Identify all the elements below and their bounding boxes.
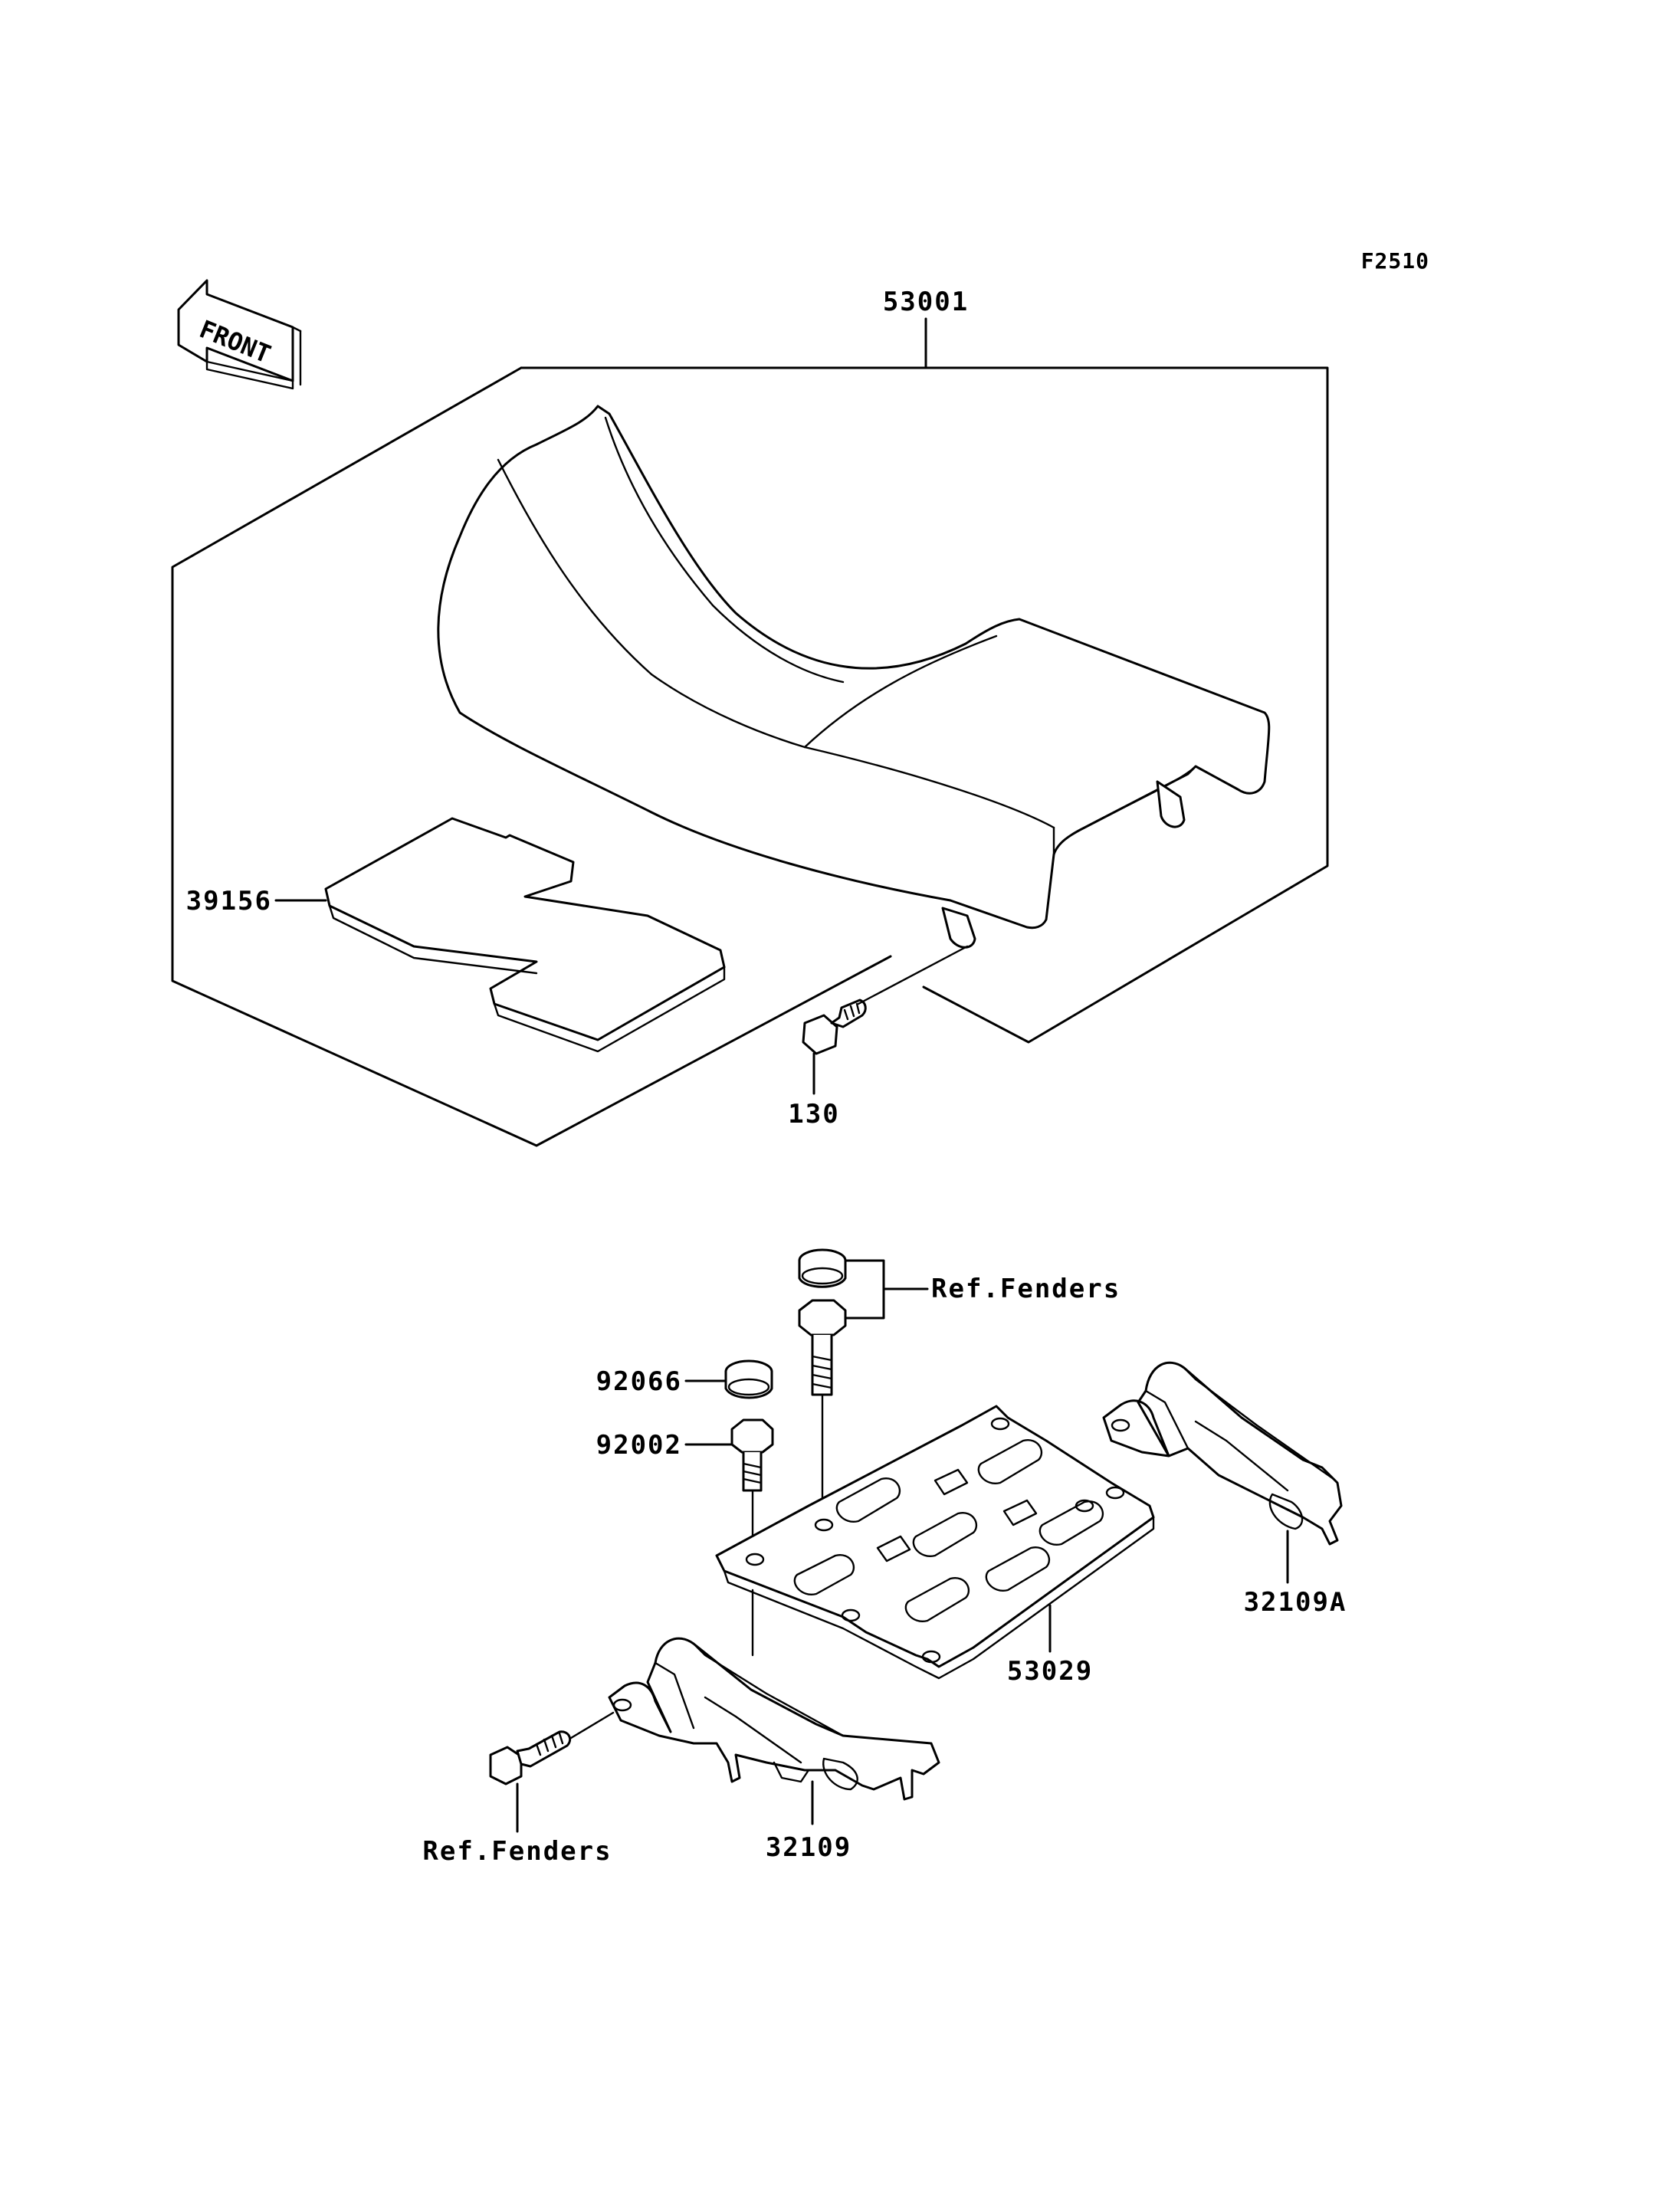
seat [437, 405, 1271, 949]
part-label-39156: 39156 [186, 886, 272, 917]
part-label-130: 130 [788, 1099, 839, 1130]
seat-bolt [802, 998, 867, 1055]
bracket-32109A [1102, 1361, 1343, 1546]
seat-assembly-outline [171, 317, 1329, 1147]
part-label-53029: 53029 [1007, 1656, 1093, 1687]
carrier-53029 [715, 1405, 1155, 1680]
part-label-92066: 92066 [596, 1366, 682, 1397]
part-label-53001: 53001 [883, 287, 969, 317]
part-label-32109: 32109 [766, 1832, 851, 1863]
guide-line-bottom-bolt [569, 1711, 615, 1740]
bolt-92002 [730, 1418, 774, 1492]
bracket-32109 [608, 1637, 940, 1801]
cap-92066 [724, 1359, 773, 1399]
seat-mat [324, 817, 726, 1053]
fender-bolt [798, 1299, 847, 1396]
part-label-92002: 92002 [596, 1430, 682, 1461]
ref-fenders-top: Ref.Fenders [931, 1274, 1121, 1304]
fender-cap [798, 1248, 847, 1288]
ref-fenders-bottom: Ref.Fenders [422, 1836, 612, 1867]
leader-ref-fenders-top [844, 1259, 885, 1320]
front-arrow-icon: FRONT [177, 279, 302, 390]
leader-seat-bolt [857, 945, 969, 1005]
fender-bolt-bottom [489, 1730, 572, 1785]
part-label-32109A: 32109A [1244, 1587, 1347, 1618]
figure-code: F2510 [1361, 248, 1429, 274]
